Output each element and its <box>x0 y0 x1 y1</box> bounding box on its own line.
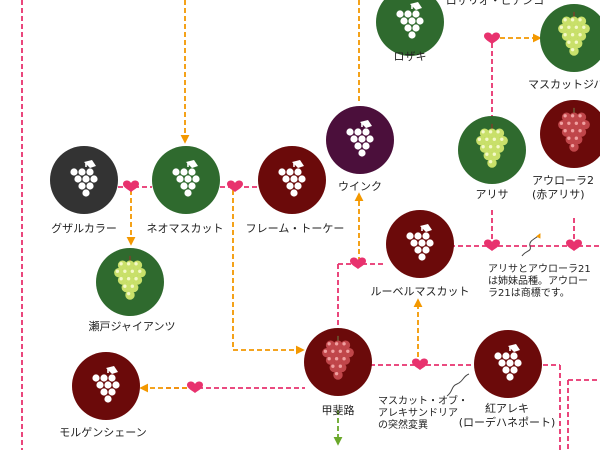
grape-icon <box>270 158 314 202</box>
grape-icon <box>398 222 442 266</box>
heart-icon <box>227 180 243 192</box>
node-kofu <box>304 328 372 396</box>
label-aurora21: アウローラ2 (赤アリサ) <box>532 174 594 201</box>
label-rozaki: ロザキ <box>393 50 427 63</box>
label-morgenschoen: モルゲンシェーン <box>59 426 147 439</box>
label-flame-tokay: フレーム・トーケー <box>245 222 345 235</box>
heart-icon <box>566 239 582 251</box>
green-grape-photo <box>464 122 520 178</box>
red-grape-photo <box>310 334 366 390</box>
node-beni-aleki <box>474 330 542 398</box>
red-grape-photo <box>546 106 600 162</box>
label-kofu: 甲斐路 <box>321 404 355 417</box>
grape-icon <box>338 118 382 162</box>
node-seto-giants <box>96 248 164 316</box>
green-grape-photo <box>546 10 600 66</box>
node-morgenschoen <box>72 352 140 420</box>
annotation-pointers <box>446 233 541 397</box>
node-gyuzalkara <box>50 146 118 214</box>
node-flame-tokay <box>258 146 326 214</box>
heart-icon <box>350 257 366 269</box>
grape-icon <box>164 158 208 202</box>
label-beni-aleki: 紅アレキ (ローデハネポート) <box>458 402 556 429</box>
note-muscat-alexandria: マスカット・オブ・ アレキサンドリア の突然変異 <box>378 396 468 431</box>
heart-icon <box>123 180 139 192</box>
label-wink: ウインク <box>338 180 382 193</box>
heart-icon <box>484 239 500 251</box>
label-neo-muscat: ネオマスカット <box>146 222 224 235</box>
node-muscat-jiru <box>540 4 600 72</box>
node-neo-muscat <box>152 146 220 214</box>
label-rubel-muscat: ルーベルマスカット <box>370 285 470 298</box>
node-rubel-muscat <box>386 210 454 278</box>
node-rozaki <box>376 0 444 56</box>
heart-icon <box>187 381 203 393</box>
label-gyuzalkara: グザルカラー <box>51 222 117 235</box>
grape-icon <box>486 342 530 386</box>
cross-hearts <box>123 32 582 393</box>
label-seto-giants: 瀬戸ジャイアンツ <box>88 320 176 333</box>
node-alisa <box>458 116 526 184</box>
label-alisa: アリサ <box>475 188 509 201</box>
note-alisa-aurora: アリサとアウローラ21 は姉妹品種。アウロー ラ21は商標です。 <box>488 264 591 299</box>
grape-icon <box>84 364 128 408</box>
node-aurora21 <box>540 100 600 168</box>
label-top-partial: ロザリオ・ビアンコ <box>445 0 545 7</box>
descent-arrows <box>126 0 542 393</box>
label-muscat-jiru: マスカットジバ <box>528 78 600 91</box>
grape-icon <box>62 158 106 202</box>
heart-icon <box>412 358 428 370</box>
node-wink <box>326 106 394 174</box>
grape-icon <box>388 0 432 44</box>
green-grape-photo <box>102 254 158 310</box>
heart-icon <box>484 32 500 44</box>
